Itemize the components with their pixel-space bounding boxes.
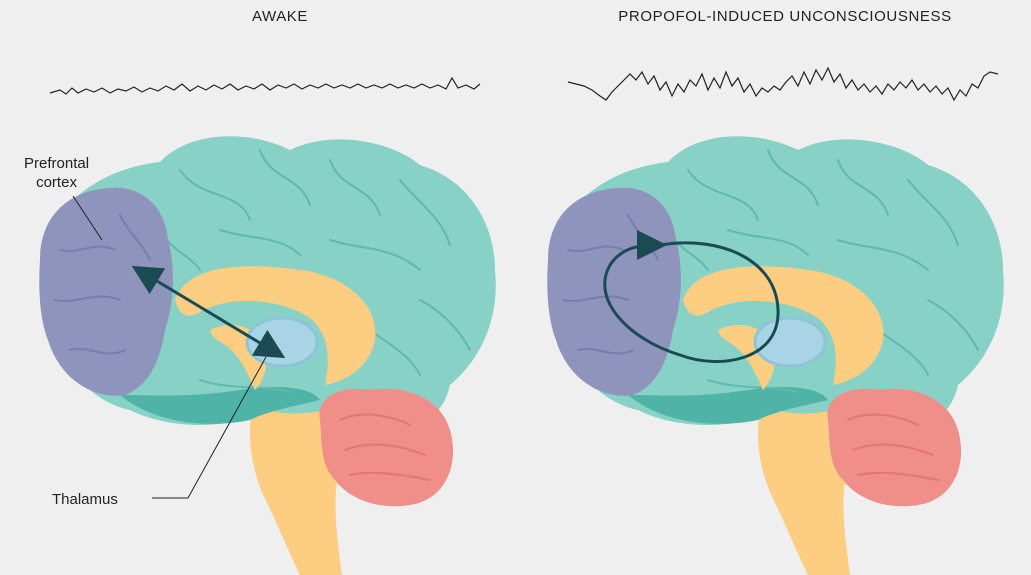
eeg-trace-awake xyxy=(50,78,480,94)
brain-propofol xyxy=(547,136,1003,575)
prefrontal-cortex-label: Prefrontal cortex xyxy=(24,154,89,192)
brain-awake xyxy=(39,136,495,575)
thalamus-label: Thalamus xyxy=(52,490,118,509)
eeg-trace-propofol xyxy=(568,68,998,100)
